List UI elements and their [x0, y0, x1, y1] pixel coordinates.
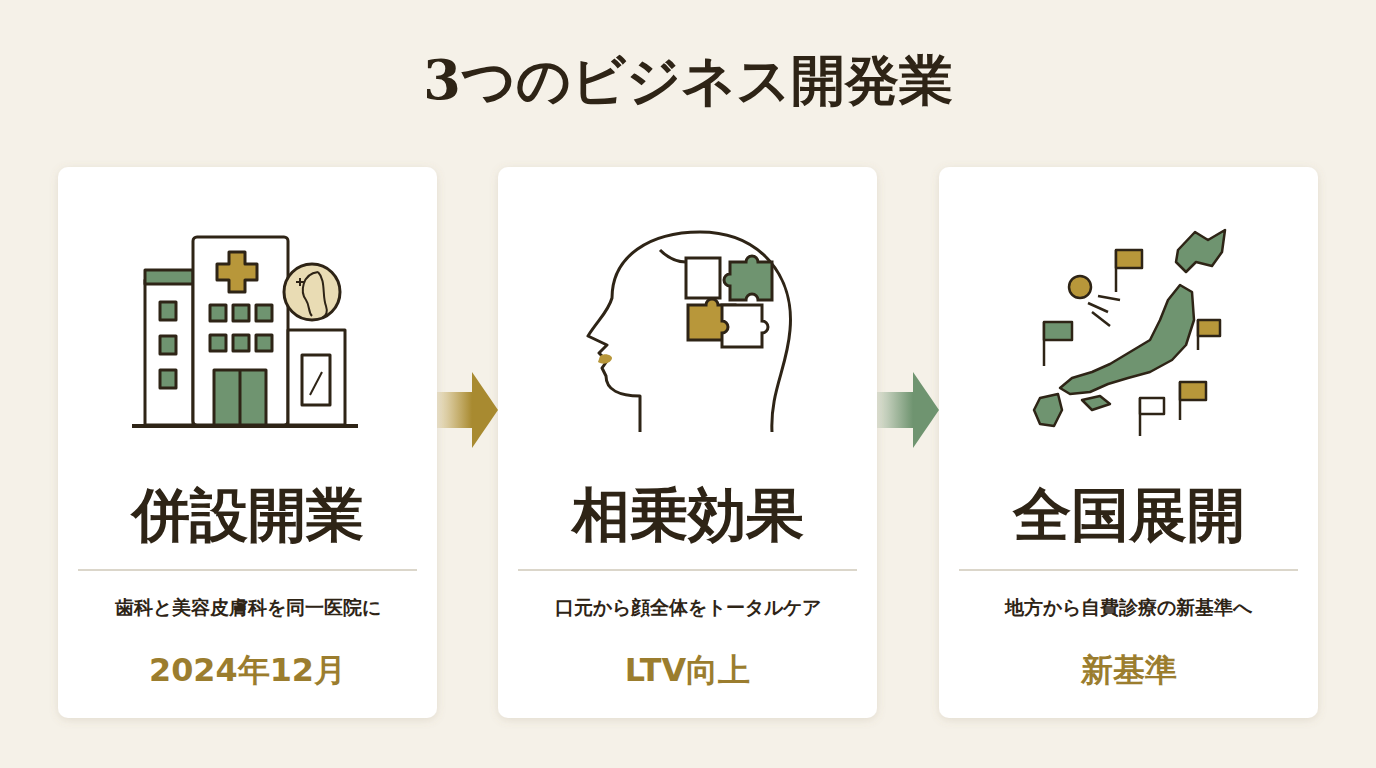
- clinic-building-icon: [132, 237, 358, 426]
- card-heading: 併設開業: [58, 483, 437, 547]
- card: [58, 167, 437, 718]
- arrow-head: [472, 372, 498, 448]
- business-card: 併設開業歯科と美容皮膚科を同一医院に 2024年12月: [58, 167, 437, 718]
- card-highlight: 新基準: [939, 651, 1318, 689]
- flow-arrow: [877, 372, 939, 448]
- card: [939, 167, 1318, 718]
- card-description: 歯科と美容皮膚科を同一医院に: [58, 596, 437, 620]
- card-description: 地方から自費診療の新基準へ: [939, 596, 1318, 620]
- card-highlight: 2024年12月: [58, 651, 437, 689]
- business-card: 全国展開地方から自費診療の新基準へ新基準: [939, 167, 1318, 718]
- arrow-head: [913, 372, 939, 448]
- flow-arrow: [437, 372, 498, 448]
- card: [498, 167, 877, 718]
- card-description: 口元から顔全体をトータルケア: [498, 596, 877, 620]
- card-heading: 全国展開: [939, 483, 1318, 547]
- card-highlight: LTV向上: [498, 651, 877, 689]
- japan-map-icon: [1034, 230, 1225, 436]
- diagram-title: 3つのビジネス開発業: [0, 48, 1376, 113]
- card-heading: 相乗効果: [498, 483, 877, 547]
- business-card: 相乗効果口元から顔全体をトータルケア LTV向上: [498, 167, 877, 718]
- head-puzzle-icon: [588, 232, 790, 432]
- divider: [78, 569, 417, 571]
- divider: [518, 569, 857, 571]
- divider: [959, 569, 1298, 571]
- card-backgrounds: [58, 167, 1318, 718]
- arrow-body: [437, 392, 472, 428]
- arrow-body: [877, 392, 913, 428]
